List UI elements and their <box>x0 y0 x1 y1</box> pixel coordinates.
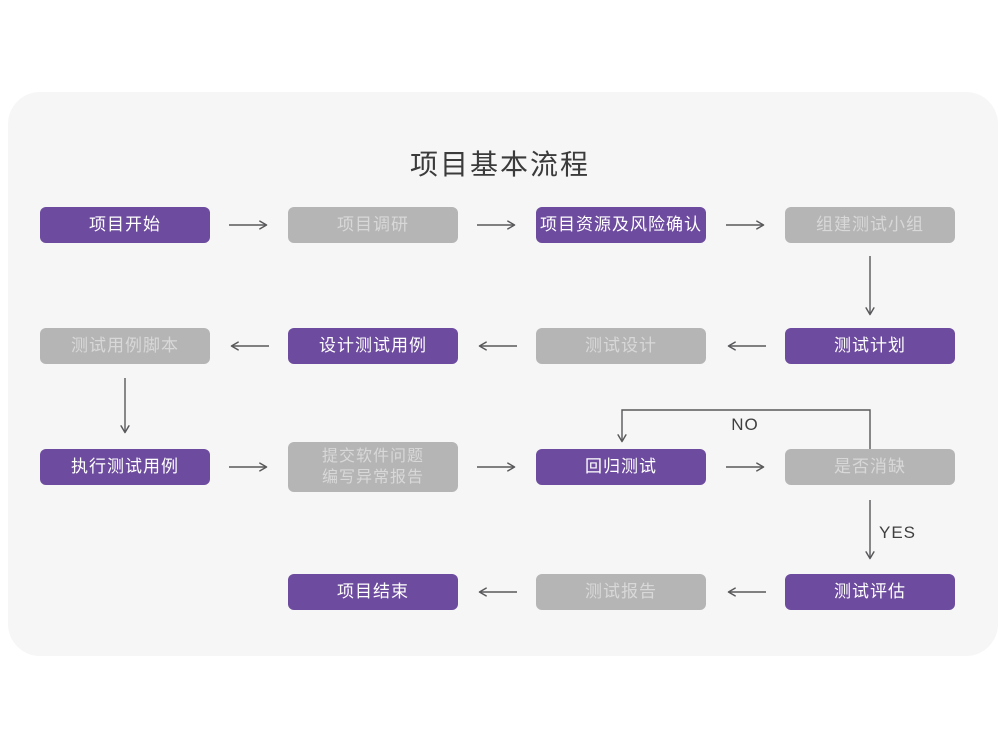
node-project-start: 项目开始 <box>40 207 210 243</box>
node-test-evaluation: 测试评估 <box>785 574 955 610</box>
node-defect-cleared: 是否消缺 <box>785 449 955 485</box>
node-resource-risk-confirm: 项目资源及风险确认 <box>536 207 706 243</box>
node-test-plan: 测试计划 <box>785 328 955 364</box>
node-submit-issue-report: 提交软件问题 编写异常报告 <box>288 442 458 492</box>
node-test-report: 测试报告 <box>536 574 706 610</box>
flowchart-card <box>8 92 998 656</box>
edge-label-yes: YES <box>879 523 917 542</box>
node-build-test-team: 组建测试小组 <box>785 207 955 243</box>
node-project-end: 项目结束 <box>288 574 458 610</box>
page-title: 项目基本流程 <box>409 149 590 180</box>
node-design-test-cases: 设计测试用例 <box>288 328 458 364</box>
node-project-research: 项目调研 <box>288 207 458 243</box>
edge-label-no: NO <box>731 415 759 434</box>
node-regression-test: 回归测试 <box>536 449 706 485</box>
node-execute-test-cases: 执行测试用例 <box>40 449 210 485</box>
arrow-defect-no-loop <box>617 409 871 449</box>
node-test-case-script: 测试用例脚本 <box>40 328 210 364</box>
node-test-design: 测试设计 <box>536 328 706 364</box>
